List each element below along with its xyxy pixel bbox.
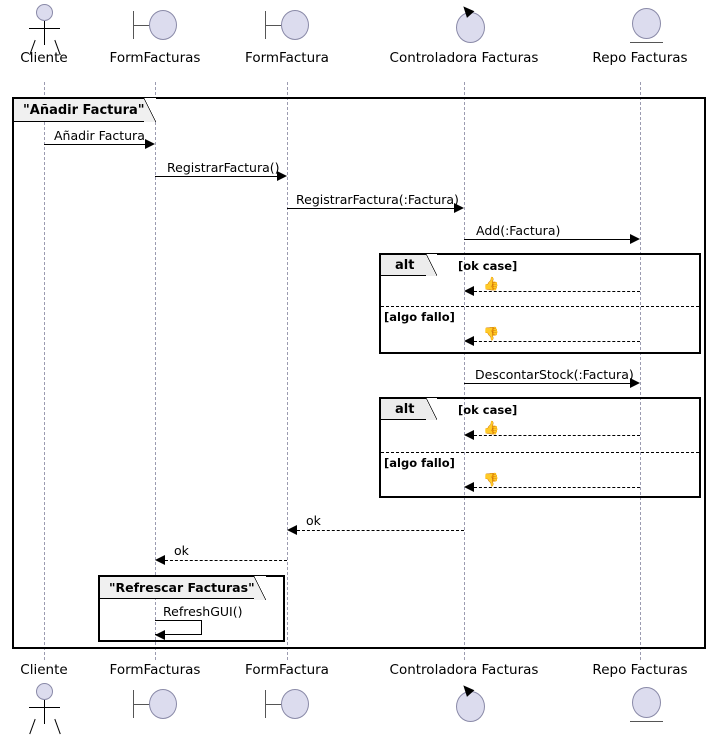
message-line-descontarstock <box>464 383 630 384</box>
message-arrowhead-registrarfactura-param <box>454 203 464 213</box>
message-line-registrarfactura-param <box>287 208 454 209</box>
fragment-alt-1 <box>379 253 701 354</box>
message-label-ok-2: ok <box>174 543 189 558</box>
participant-footer-cliente[interactable]: Cliente <box>0 662 124 739</box>
lifeline-controladora <box>464 82 465 660</box>
message-arrowhead-refreshgui <box>155 630 165 640</box>
message-line-add <box>464 239 630 240</box>
message-line-thumbs-up-2 <box>474 435 640 436</box>
participant-label: FormFactura <box>245 50 329 66</box>
fragment-alt-1-divider <box>381 306 699 307</box>
message-line-ok-2 <box>165 560 287 561</box>
message-line-ok-1 <box>297 530 464 531</box>
entity-icon <box>560 2 717 50</box>
guard-alt-2-ok: [ok case] <box>458 403 518 417</box>
message-arrowhead-add <box>630 234 640 244</box>
participant-footer-controladora[interactable]: Controladora Facturas <box>384 662 544 729</box>
message-line-thumbs-up-1 <box>474 291 640 292</box>
message-line-thumbs-down-2 <box>474 487 640 488</box>
message-arrowhead-descontarstock <box>630 378 640 388</box>
actor-stick-figure-icon <box>0 2 124 60</box>
participant-label: Repo Facturas <box>592 50 688 66</box>
message-arrowhead-ok-1 <box>287 525 297 535</box>
control-icon <box>384 681 544 729</box>
boundary-icon <box>75 2 235 50</box>
fragment-label: "Añadir Factura" <box>23 102 145 118</box>
lifeline-formfacturas <box>155 82 156 660</box>
participant-label: FormFacturas <box>109 50 201 66</box>
participant-header-formfactura[interactable]: FormFactura <box>207 2 367 66</box>
fragment-anadir-factura <box>12 97 706 649</box>
participant-label: Cliente <box>20 662 68 678</box>
fragment-alt-2-tab: alt <box>381 398 438 420</box>
fragment-operator: alt <box>395 401 415 417</box>
boundary-icon <box>207 2 367 50</box>
message-label-add: Add(:Factura) <box>476 223 561 238</box>
boundary-icon <box>207 681 367 729</box>
participant-footer-formfactura[interactable]: FormFactura <box>207 662 367 729</box>
lifeline-formfactura <box>287 82 288 660</box>
participant-label: Repo Facturas <box>592 662 688 678</box>
guard-alt-1-fallo: [algo fallo] <box>384 310 455 324</box>
message-arrowhead-thumbs-down-2 <box>464 482 474 492</box>
lifeline-cliente <box>44 82 45 660</box>
message-arrowhead-anadir-factura <box>145 139 155 149</box>
fragment-operator: alt <box>395 257 415 273</box>
fragment-alt-1-tab: alt <box>381 254 438 276</box>
participant-label: Controladora Facturas <box>389 662 539 678</box>
guard-alt-2-fallo: [algo fallo] <box>384 456 455 470</box>
boundary-icon <box>75 681 235 729</box>
message-label-descontarstock: DescontarStock(:Factura) <box>475 367 634 382</box>
message-label-thumbs-up-2: 👍 <box>483 421 500 436</box>
message-label-thumbs-down-2: 👎 <box>483 473 500 488</box>
guard-alt-1-ok: [ok case] <box>458 259 518 273</box>
message-label-registrarfactura-param: RegistrarFactura(:Factura) <box>296 192 459 207</box>
message-self-loop-refreshgui <box>155 620 202 635</box>
message-label-ok-1: ok <box>306 513 321 528</box>
message-arrowhead-ok-2 <box>155 555 165 565</box>
message-label-thumbs-up-1: 👍 <box>483 277 500 292</box>
message-arrowhead-thumbs-up-2 <box>464 430 474 440</box>
message-line-anadir-factura <box>44 144 145 145</box>
fragment-refrescar-facturas <box>98 575 285 642</box>
message-label-registrarfactura: RegistrarFactura() <box>167 160 280 175</box>
message-arrowhead-thumbs-up-1 <box>464 286 474 296</box>
message-arrowhead-registrarfactura <box>277 171 287 181</box>
participant-label: FormFactura <box>245 662 329 678</box>
fragment-alt-2-divider <box>381 452 699 453</box>
participant-header-formfacturas[interactable]: FormFacturas <box>75 2 235 66</box>
fragment-refrescar-facturas-tab: "Refrescar Facturas" <box>100 576 266 600</box>
actor-stick-figure-icon <box>0 681 124 739</box>
participant-label: FormFacturas <box>109 662 201 678</box>
participant-header-cliente[interactable]: Cliente <box>0 2 124 66</box>
message-label-anadir-factura: Añadir Factura <box>54 128 145 143</box>
participant-footer-repo[interactable]: Repo Facturas <box>560 662 717 729</box>
fragment-label: "Refrescar Facturas" <box>109 580 255 595</box>
message-line-registrarfactura <box>155 176 277 177</box>
message-label-thumbs-down-1: 👎 <box>483 327 500 342</box>
participant-footer-formfacturas[interactable]: FormFacturas <box>75 662 235 729</box>
participant-header-controladora[interactable]: Controladora Facturas <box>384 2 544 66</box>
participant-label: Controladora Facturas <box>389 50 539 66</box>
message-line-thumbs-down-1 <box>474 341 640 342</box>
message-label-refreshgui: RefreshGUI() <box>163 604 243 619</box>
entity-icon <box>560 681 717 729</box>
fragment-anadir-factura-tab: "Añadir Factura" <box>14 98 156 122</box>
lifeline-repo <box>640 82 641 660</box>
fragment-alt-2 <box>379 397 701 498</box>
participant-header-repo[interactable]: Repo Facturas <box>560 2 717 66</box>
participant-label: Cliente <box>20 50 68 66</box>
message-arrowhead-thumbs-down-1 <box>464 336 474 346</box>
control-icon <box>384 2 544 50</box>
